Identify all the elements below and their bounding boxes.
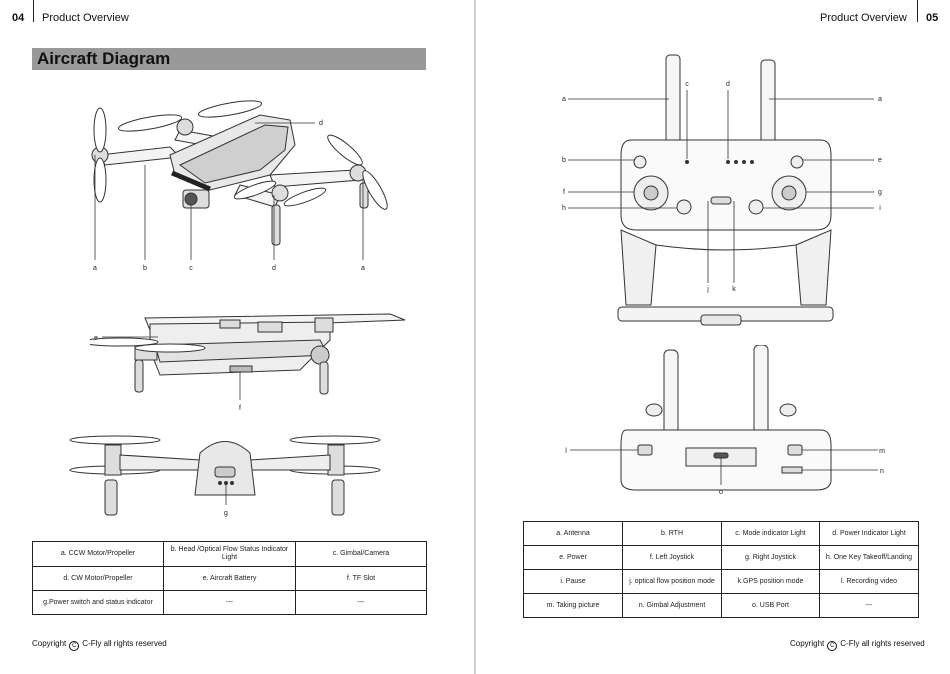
table-cell: f. TF Slot xyxy=(295,566,427,591)
copyright-label: Copyright xyxy=(790,639,825,648)
table-cell: k.GPS position mode xyxy=(721,569,820,594)
table-cell: l. Recording video xyxy=(819,569,919,594)
label-top-a2: a xyxy=(361,265,365,272)
section-title: Aircraft Diagram xyxy=(37,49,171,68)
table-cell: m. Taking picture xyxy=(523,593,623,618)
table-cell: f. Left Joystick xyxy=(622,545,722,570)
table-row: g.Power switch and status indicator --- … xyxy=(32,590,427,615)
label-rc-d: d xyxy=(726,81,730,88)
copyright-label: Copyright xyxy=(32,639,67,648)
table-cell: h. One Key Takeoff/Landing xyxy=(819,545,919,570)
table-cell: g.Power switch and status indicator xyxy=(32,590,164,615)
label-rc-b: b xyxy=(562,157,566,164)
table-cell: a. Antenna xyxy=(523,521,623,546)
copyright-suffix: C-Fly all rights reserved xyxy=(82,639,167,648)
label-rc-c: c xyxy=(685,81,689,88)
aircraft-side-view-diagram: e f xyxy=(90,313,406,412)
header-title: Product Overview xyxy=(42,12,129,24)
table-cell: --- xyxy=(819,593,919,618)
label-rc-j: j xyxy=(706,286,709,293)
remote-controller-front-diagram: a c d a b e f g h i j k xyxy=(562,54,882,326)
table-cell: j. optical flow position mode xyxy=(622,569,722,594)
label-top-d-upper: d xyxy=(319,120,323,127)
controller-parts-table: a. Antenna b. RTH c. Mode indicator Ligh… xyxy=(523,521,919,618)
table-cell: n. Gimbal Adjustment xyxy=(622,593,722,618)
table-cell: e. Aircraft Battery xyxy=(163,566,296,591)
table-cell: i. Pause xyxy=(523,569,623,594)
table-row: d. CW Motor/Propeller e. Aircraft Batter… xyxy=(32,566,427,591)
copyright-icon: C xyxy=(69,641,80,651)
aircraft-parts-table: a. CCW Motor/Propeller b. Head /Optical … xyxy=(32,541,427,615)
table-cell: g. Right Joystick xyxy=(721,545,820,570)
section-title-bar: Aircraft Diagram xyxy=(32,48,426,70)
table-cell: a. CCW Motor/Propeller xyxy=(32,541,164,567)
table-row: i. Pause j. optical flow position mode k… xyxy=(523,569,919,594)
label-side-e: e xyxy=(94,335,98,342)
header-divider xyxy=(33,0,34,22)
table-cell: --- xyxy=(295,590,427,615)
table-cell: --- xyxy=(163,590,296,615)
label-top-c: c xyxy=(189,265,193,272)
table-cell: d. CW Motor/Propeller xyxy=(32,566,164,591)
table-cell: b. RTH xyxy=(622,521,722,546)
table-row: a. CCW Motor/Propeller b. Head /Optical … xyxy=(32,541,427,567)
table-cell: d. Power Indicator Light xyxy=(819,521,919,546)
table-row: a. Antenna b. RTH c. Mode indicator Ligh… xyxy=(523,521,919,546)
left-page: 04 Product Overview Aircraft Diagram xyxy=(12,0,427,651)
label-top-b: b xyxy=(143,265,147,272)
table-row: m. Taking picture n. Gimbal Adjustment o… xyxy=(523,593,919,618)
label-top-d: d xyxy=(272,265,276,272)
label-rc-k: k xyxy=(732,286,736,293)
aircraft-top-view-diagram: a b c d a d xyxy=(91,100,388,272)
label-rc-a-left: a xyxy=(562,96,566,103)
table-cell: b. Head /Optical Flow Status Indicator L… xyxy=(163,541,296,567)
table-cell: e. Power xyxy=(523,545,623,570)
label-rc-m: m xyxy=(879,448,885,455)
header-divider xyxy=(917,0,918,22)
label-top-a1: a xyxy=(93,265,97,272)
aircraft-front-view-diagram: g xyxy=(69,435,381,517)
label-rc-f: f xyxy=(563,189,565,196)
page-number: 05 xyxy=(926,12,939,24)
page-spine xyxy=(474,0,476,674)
right-page: Product Overview 05 xyxy=(476,0,950,674)
copyright-suffix: C-Fly all rights reserved xyxy=(840,639,925,648)
label-rc-o: o xyxy=(719,489,723,496)
label-rc-l: l xyxy=(565,448,567,455)
header-title: Product Overview xyxy=(820,12,907,24)
label-rc-n: n xyxy=(880,468,884,475)
remote-controller-top-diagram: l m n o xyxy=(565,345,885,496)
label-rc-e: e xyxy=(878,157,882,164)
table-cell: o. USB Port xyxy=(721,593,820,618)
label-front-g: g xyxy=(224,510,228,517)
table-cell: c. Mode indicator Light xyxy=(721,521,820,546)
table-row: e. Power f. Left Joystick g. Right Joyst… xyxy=(523,545,919,570)
label-side-f: f xyxy=(239,405,241,412)
page-number: 04 xyxy=(12,12,25,24)
table-cell: c. Gimbal/Camera xyxy=(295,541,427,567)
label-rc-a-right: a xyxy=(878,96,882,103)
copyright-icon: C xyxy=(827,641,838,651)
label-rc-g: g xyxy=(878,189,882,196)
label-rc-h: h xyxy=(562,205,566,212)
label-rc-i: i xyxy=(879,205,881,212)
